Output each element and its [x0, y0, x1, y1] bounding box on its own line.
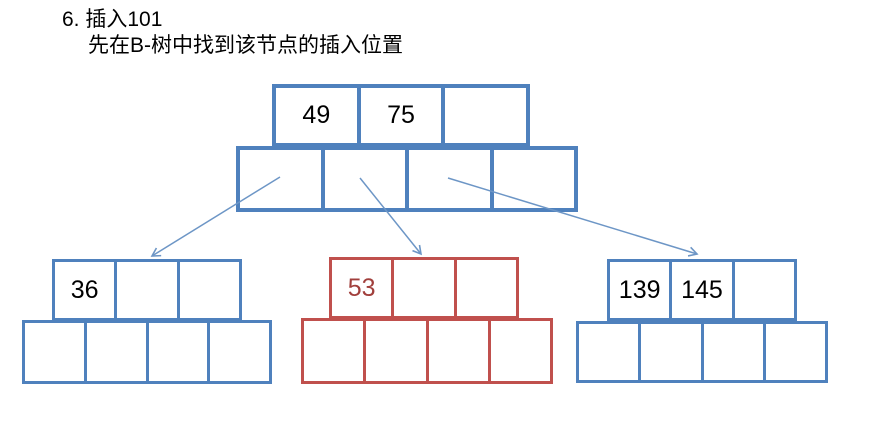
root-node-pointer-row [236, 146, 578, 212]
root-pointer-cell-4 [489, 150, 575, 208]
left-child-key-cell-3 [176, 262, 239, 318]
middle-child-pointer-row [301, 318, 553, 384]
right-child-key-cell-2: 145 [669, 262, 731, 318]
right-child-key-cell-3 [731, 262, 794, 318]
middle-child-key-row: 53 [329, 257, 519, 319]
root-pointer-cell-2 [320, 150, 406, 208]
left-child-key-cell-1: 36 [70, 275, 99, 304]
root-pointer-cell-3 [405, 150, 490, 208]
root-key-cell-2: 75 [356, 88, 442, 143]
middle-child-key-cell-1: 53 [347, 273, 376, 302]
middle-child-key-cell-2 [391, 260, 453, 316]
left-child-key-row: 36 [52, 259, 242, 321]
right-child-pointer-row [576, 321, 828, 383]
right-child-key-row: 139 145 [607, 259, 797, 321]
right-child-key-cell-1: 139 [618, 275, 661, 304]
left-child-pointer-cell-1 [25, 323, 84, 381]
left-child-pointer-cell-2 [83, 323, 146, 381]
left-child-pointer-cell-3 [145, 323, 208, 381]
slide-title: 6. 插入101 先在B-树中找到该节点的插入位置 [62, 7, 403, 59]
root-key-cell-3 [441, 88, 526, 143]
root-pointer-cell-1 [240, 150, 321, 208]
left-child-key-cell-2 [114, 262, 176, 318]
right-child-pointer-cell-3 [700, 324, 763, 380]
right-child-pointer-cell-2 [638, 324, 700, 380]
middle-child-pointer-cell-3 [425, 321, 488, 381]
middle-child-pointer-cell-1 [304, 321, 363, 381]
left-child-pointer-row [22, 320, 272, 384]
middle-child-pointer-cell-2 [363, 321, 425, 381]
title-line-2: 先在B-树中找到该节点的插入位置 [88, 34, 403, 57]
middle-child-key-cell-3 [453, 260, 516, 316]
title-line-1: 6. 插入101 [62, 8, 163, 31]
left-child-pointer-cell-4 [207, 323, 269, 381]
root-node-key-row: 49 75 [272, 84, 530, 147]
root-key-cell-1: 49 [302, 101, 331, 129]
right-child-pointer-cell-4 [762, 324, 825, 380]
middle-child-pointer-cell-4 [487, 321, 550, 381]
right-child-pointer-cell-1 [579, 324, 638, 380]
